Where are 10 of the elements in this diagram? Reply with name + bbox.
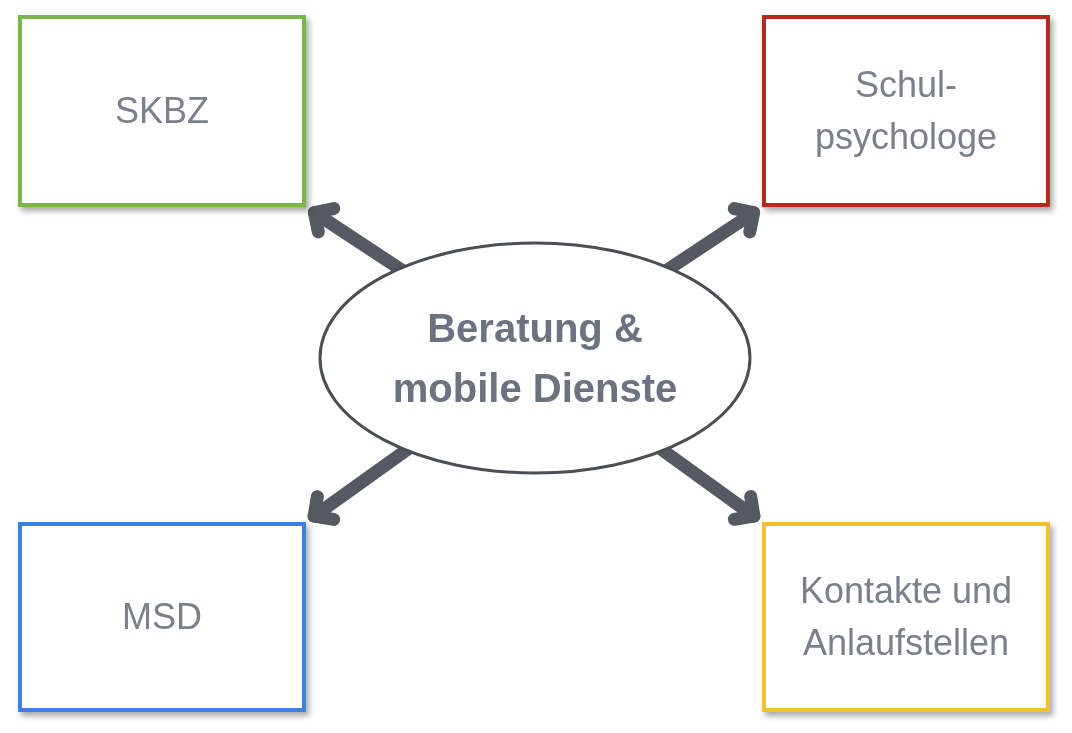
text-box <box>762 522 1050 712</box>
node-label: SKBZ <box>114 88 210 133</box>
center-ellipse <box>317 240 753 476</box>
node-label: Kontakte und Anlaufstellen <box>798 568 1014 665</box>
node-label: Beratung & mobile Dienste <box>391 305 679 412</box>
text-box <box>18 15 306 207</box>
text-box <box>762 15 1050 207</box>
text-box <box>18 522 306 712</box>
node-label: MSD <box>121 594 203 639</box>
node-label: Schul- psychologe <box>813 62 999 159</box>
